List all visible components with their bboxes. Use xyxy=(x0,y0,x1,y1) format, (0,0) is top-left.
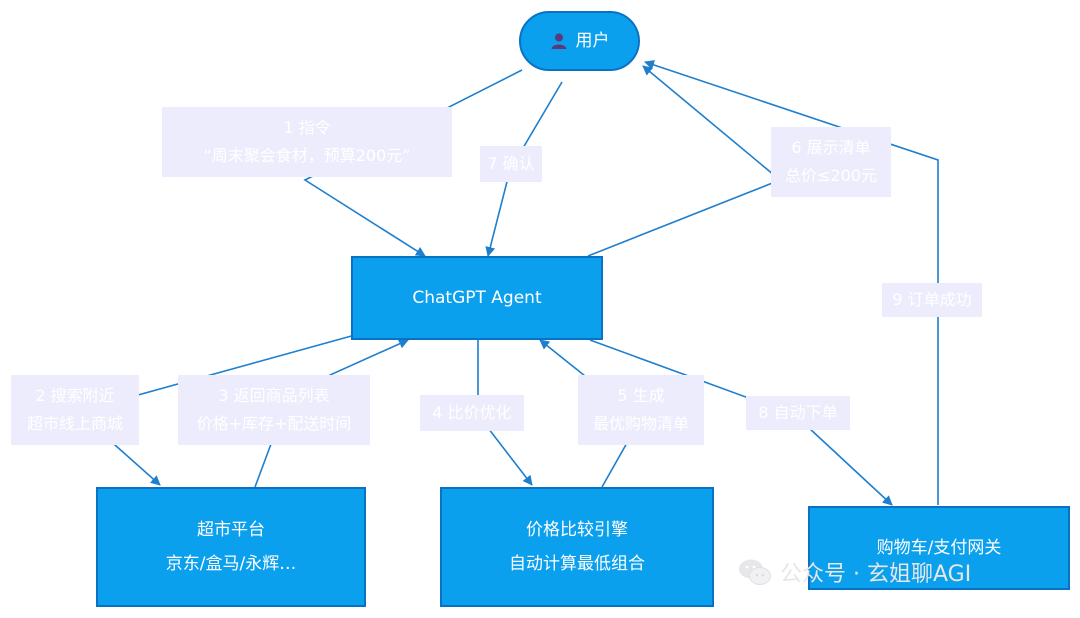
edge-7-label: 7 确认 xyxy=(480,146,542,182)
agent-node: ChatGPT Agent xyxy=(351,256,603,340)
user-icon xyxy=(551,33,566,49)
supermarket-node-line1: 超市平台 xyxy=(197,520,265,540)
edge-8-label-line1: 8 自动下单 xyxy=(758,403,838,422)
engine-node: 价格比较引擎 自动计算最低组合 xyxy=(440,487,714,607)
edge-5-label-line1: 5 生成 xyxy=(617,386,665,405)
edge-2-label: 2 搜索附近 超市线上商城 xyxy=(11,375,139,445)
edge-3-label: 3 返回商品列表 价格+库存+配送时间 xyxy=(178,375,370,445)
edge-9-label-line1: 9 订单成功 xyxy=(892,290,972,309)
wechat-icon xyxy=(739,559,771,585)
edge-1-label: 1 指令 “周末聚会食材，预算200元” xyxy=(162,107,452,177)
edge-6-label: 6 展示清单 总价≤200元 xyxy=(771,127,891,197)
engine-node-line1: 价格比较引擎 xyxy=(526,520,628,540)
edge-4-label-line1: 4 比价优化 xyxy=(432,403,512,422)
edge-2-label-line2: 超市线上商城 xyxy=(26,414,123,433)
edge-6-label-line1: 6 展示清单 xyxy=(791,138,871,157)
user-node: 用户 xyxy=(519,11,640,71)
edge-4-label: 4 比价优化 xyxy=(420,395,524,431)
edge-9-line xyxy=(644,60,939,505)
edge-8-label: 8 自动下单 xyxy=(746,396,850,430)
edge-2-label-line1: 2 搜索附近 xyxy=(35,386,115,405)
watermark: 公众号 · 玄姐聊AGI xyxy=(738,556,971,588)
edge-9-label: 9 订单成功 xyxy=(882,283,982,317)
edge-5-label: 5 生成 最优购物清单 xyxy=(578,375,704,445)
user-node-label: 用户 xyxy=(575,31,610,51)
cart-node-label: 购物车/支付网关 xyxy=(876,538,1002,558)
watermark-text: 公众号 · 玄姐聊AGI xyxy=(780,562,972,587)
edge-3-label-line2: 价格+库存+配送时间 xyxy=(196,414,352,433)
supermarket-node: 超市平台 京东/盒马/永辉… xyxy=(96,487,366,607)
edge-5-label-line2: 最优购物清单 xyxy=(592,414,689,433)
supermarket-node-line2: 京东/盒马/永辉… xyxy=(165,554,297,574)
edge-7-label-line1: 7 确认 xyxy=(487,154,535,173)
engine-node-line2: 自动计算最低组合 xyxy=(509,554,645,574)
edge-3-label-line1: 3 返回商品列表 xyxy=(218,386,330,405)
edge-1-line xyxy=(303,69,523,257)
edge-1-label-line1: 1 指令 xyxy=(283,118,331,137)
agent-node-label: ChatGPT Agent xyxy=(412,288,542,308)
cart-node: 购物车/支付网关 xyxy=(808,506,1070,590)
edge-6-line xyxy=(587,65,782,257)
edge-6-label-line2: 总价≤200元 xyxy=(785,166,877,185)
edge-1-label-line2: “周末聚会食材，预算200元” xyxy=(203,146,411,165)
